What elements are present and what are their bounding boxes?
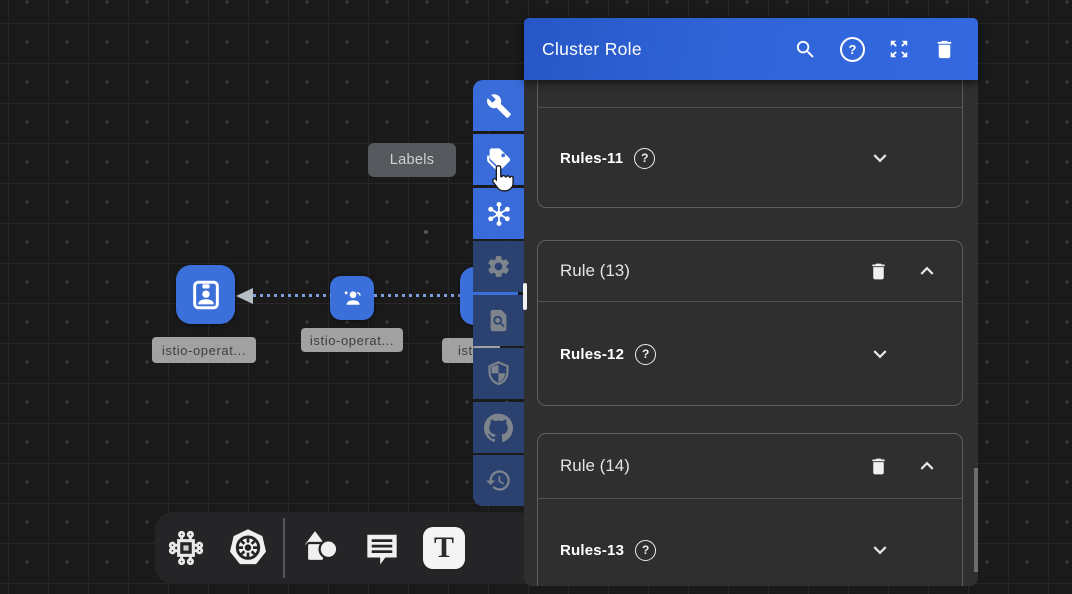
- circuit-icon: [164, 526, 208, 570]
- node-label: istio-operat...: [301, 328, 403, 352]
- rules-label: Rules-11: [560, 149, 624, 167]
- panel-scrollbar[interactable]: [974, 468, 978, 572]
- panel-title: Cluster Role: [542, 38, 642, 59]
- labels-tooltip: Labels: [368, 143, 456, 177]
- cluster-role-panel: Rules-11 ? Rule (13): [524, 18, 978, 586]
- bottom-toolbar: T: [155, 512, 535, 584]
- node-label: istio-operat...: [152, 337, 256, 363]
- text-tool-icon: T: [423, 527, 465, 569]
- rules-label: Rules-12: [560, 345, 625, 363]
- labels-tag-icon: [484, 145, 514, 175]
- history-icon: [485, 467, 512, 494]
- trash-icon[interactable]: [933, 38, 956, 61]
- panel-header: Cluster Role ?: [524, 18, 978, 80]
- chevron-up-icon[interactable]: [914, 258, 940, 284]
- help-icon[interactable]: ?: [635, 343, 657, 365]
- github-tool-button[interactable]: [473, 402, 524, 453]
- node-service-account[interactable]: [176, 265, 235, 324]
- text-tool-button[interactable]: T: [413, 518, 475, 578]
- rules-row[interactable]: Rules-13 ?: [538, 499, 962, 586]
- cursor-pointer-icon: [487, 163, 517, 195]
- mesh-hub-icon: [485, 200, 513, 228]
- chevron-up-icon[interactable]: [914, 453, 940, 479]
- rules-row[interactable]: Rules-11 ?: [538, 108, 962, 208]
- shield-icon: [485, 360, 512, 387]
- user-plus-icon: [339, 285, 365, 311]
- trash-icon[interactable]: [868, 261, 889, 282]
- shapes-tool-button[interactable]: [289, 518, 351, 578]
- doc-search-tool-button[interactable]: [473, 295, 524, 346]
- canvas-dot: [424, 230, 428, 234]
- panel-drag-handle[interactable]: [523, 283, 527, 310]
- mesh-tool-button[interactable]: [473, 188, 524, 239]
- edge-arrowhead: [236, 288, 253, 304]
- history-tool-button[interactable]: [473, 455, 524, 506]
- rule-card-header[interactable]: [538, 80, 962, 108]
- rule-title: Rule (14): [560, 456, 630, 475]
- expand-icon[interactable]: [888, 38, 910, 60]
- comment-icon: [360, 526, 404, 570]
- comment-tool-button[interactable]: [351, 518, 413, 578]
- settings-gear-icon: [485, 253, 512, 280]
- help-icon[interactable]: ?: [840, 36, 865, 62]
- settings-tool-button[interactable]: [473, 241, 524, 292]
- rule-title: Rule (13): [560, 261, 630, 280]
- panel-body[interactable]: Rules-11 ? Rule (13): [524, 80, 978, 586]
- kubernetes-tool-button[interactable]: [217, 518, 279, 578]
- rule-card: Rule (14) Rules-13 ?: [537, 433, 963, 586]
- search-icon[interactable]: [794, 38, 817, 61]
- node-cluster-role-binding[interactable]: [330, 276, 374, 320]
- wrench-tool-button[interactable]: [473, 80, 524, 131]
- edge-dotted-left: [253, 294, 331, 297]
- id-badge-icon: [189, 278, 223, 312]
- circuit-tool-button[interactable]: [155, 518, 217, 578]
- wrench-icon: [486, 93, 512, 119]
- chevron-down-icon[interactable]: [867, 341, 893, 367]
- trash-icon[interactable]: [868, 456, 889, 477]
- doc-search-icon: [485, 307, 512, 334]
- rule-card-header[interactable]: Rule (13): [538, 241, 962, 302]
- help-icon[interactable]: ?: [634, 147, 656, 169]
- help-icon[interactable]: ?: [635, 539, 657, 561]
- kubernetes-icon: [225, 525, 271, 571]
- rule-card-header[interactable]: Rule (14): [538, 434, 962, 499]
- chevron-down-icon[interactable]: [867, 145, 893, 171]
- github-icon: [484, 413, 513, 442]
- shapes-icon: [297, 525, 343, 571]
- rule-card: Rule (13) Rules-12 ?: [537, 240, 963, 406]
- rules-label: Rules-13: [560, 541, 625, 559]
- rule-card: Rules-11 ?: [537, 80, 963, 208]
- edge-dotted-right: [374, 294, 462, 297]
- toolbar-divider: [283, 518, 285, 578]
- chevron-down-icon[interactable]: [867, 537, 893, 563]
- shield-tool-button[interactable]: [473, 348, 524, 399]
- rules-row[interactable]: Rules-12 ?: [538, 302, 962, 406]
